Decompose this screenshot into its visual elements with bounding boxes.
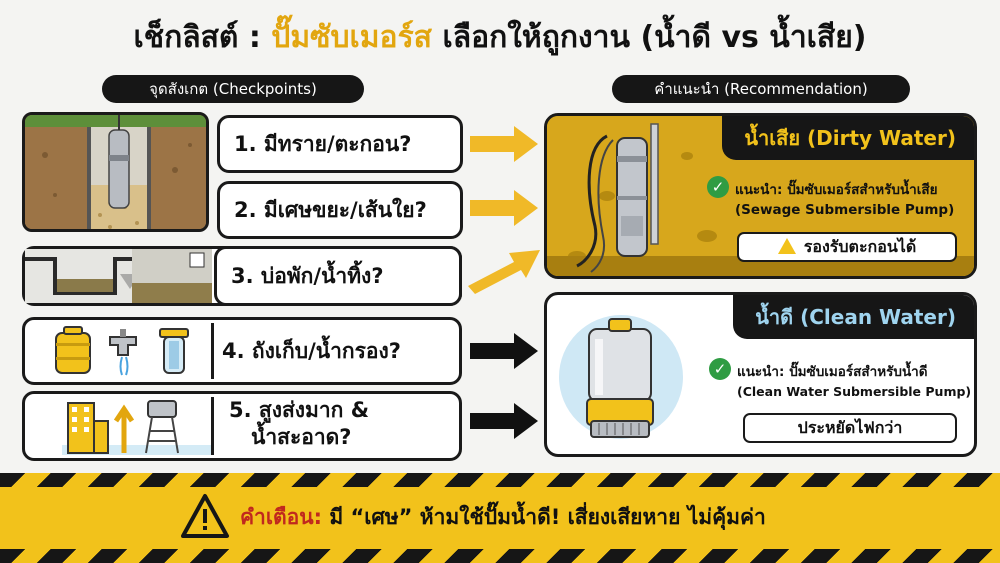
dirty-recommend-line1: แนะนำ: ปั๊มซับเมอร์สสำหรับน้ำเสีย [735,182,938,198]
dirty-recommend-line2: (Sewage Submersible Pump) [735,202,955,218]
sand-borehole-illustration [22,112,209,232]
clean-badge: ประหยัดไฟกว่า [743,413,957,443]
warning-triangle-icon [181,494,229,538]
dirty-water-tab: น้ำเสีย (Dirty Water) [722,116,974,160]
checkpoint-5-box: 5. สูงส่งมาก & น้ำสะอาด? [229,397,369,452]
title-prefix: เช็กลิสต์ : [133,20,272,55]
clean-recommend-line1: แนะนำ: ปั๊มซับเมอร์สสำหรับน้ำดี [737,364,928,380]
dirty-check-icon: ✓ [707,176,729,198]
checkpoint-1-box: 1. มีทราย/ตะกอน? [217,115,463,173]
hazard-stripes-top [0,473,1000,487]
dirty-water-card: น้ำเสีย (Dirty Water) ✓ แนะนำ: ปั๊มซับเม… [544,113,977,279]
dirty-badge: รองรับตะกอนได้ [737,232,957,262]
checkpoint-3-label: 3. บ่อพัก/น้ำทิ้ง? [231,263,384,288]
storage-filter-illustration: 4. ถังเก็บ/น้ำกรอง? [22,317,462,385]
arrow-row3-to-dirty [468,250,540,294]
recommendation-header: คำแนะนำ (Recommendation) [612,75,910,103]
title-suffix: เลือกให้ถูกงาน (น้ำดี vs น้ำเสีย) [432,20,867,55]
checkpoint-4-box: 4. ถังเก็บ/น้ำกรอง? [222,317,401,385]
hazard-stripes-bottom [0,549,1000,563]
arrow-row1-to-dirty [470,126,538,162]
high-head-illustration: 5. สูงส่งมาก & น้ำสะอาด? [22,391,462,461]
warning-text: คำเตือน: มี “เศษ” ห้ามใช้ปั๊มน้ำดี! เสี่… [240,501,766,534]
page-title: เช็กลิสต์ : ปั๊มซับเมอร์ส เลือกให้ถูกงาน… [0,14,1000,61]
arrow-row5-to-clean [470,403,538,439]
clean-recommend-line2: (Clean Water Submersible Pump) [737,384,972,399]
sump-pit-illustration: 3. บ่อพัก/น้ำทิ้ง? [22,246,462,306]
checkpoint-3-box: 3. บ่อพัก/น้ำทิ้ง? [214,246,462,306]
checkpoint-5-line1: 5. สูงส่งมาก & [229,398,370,422]
checkpoint-2-label: 2. มีเศษขยะ/เส้นใย? [234,197,427,222]
title-highlight: ปั๊มซับเมอร์ส [271,20,432,55]
clean-water-tab: น้ำดี (Clean Water) [733,295,974,339]
dirty-badge-label: รองรับตะกอนได้ [803,237,917,256]
warning-label: คำเตือน: [240,505,323,529]
checkpoints-header: จุดสังเกต (Checkpoints) [102,75,364,103]
clean-check-icon: ✓ [709,358,731,380]
warning-small-icon [777,238,796,254]
warning-banner: คำเตือน: มี “เศษ” ห้ามใช้ปั๊มน้ำดี! เสี่… [0,473,1000,563]
clean-water-card: น้ำดี (Clean Water) ✓ แนะนำ: ปั๊มซับเมอร… [544,292,977,457]
checkpoint-1-label: 1. มีทราย/ตะกอน? [234,131,412,156]
checkpoint-5-line2: น้ำสะอาด? [251,425,352,450]
checkpoint-2-box: 2. มีเศษขยะ/เส้นใย? [217,181,463,239]
arrow-row4-to-clean [470,333,538,369]
arrow-row2-to-dirty [470,190,538,226]
warning-message: มี “เศษ” ห้ามใช้ปั๊มน้ำดี! เสี่ยงเสียหาย… [322,505,766,529]
clean-badge-label: ประหยัดไฟกว่า [797,418,903,437]
checkpoint-4-label: 4. ถังเก็บ/น้ำกรอง? [222,338,401,363]
